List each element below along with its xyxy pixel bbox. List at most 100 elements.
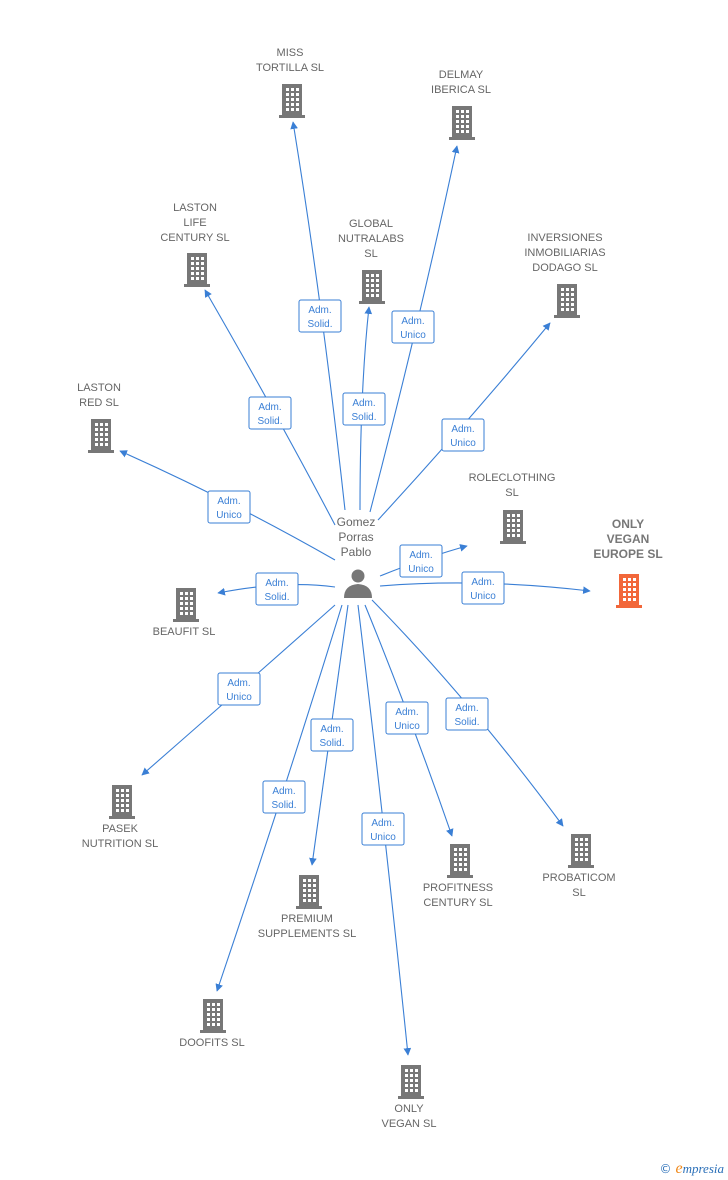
relation-badge-beaufit[interactable]: Adm. Solid.: [255, 572, 299, 606]
relation-badge-probaticom[interactable]: Adm.Solid.: [445, 697, 489, 731]
relation-badge-only-vegan-europe[interactable]: Adm. Unico: [461, 571, 505, 605]
relation-text: Adm.: [471, 577, 494, 588]
relation-text: Solid.: [319, 738, 344, 749]
company-name-line: INMOBILIARIAS: [524, 247, 605, 259]
company-node-profitness-century[interactable]: PROFITNESS CENTURY SL: [423, 844, 493, 909]
company-name-line: CENTURY SL: [423, 897, 492, 909]
relation-text: Adm.: [395, 707, 418, 718]
building-icon: [554, 284, 580, 318]
company-name-line: DELMAY: [439, 69, 484, 81]
relation-text: Adm.: [352, 398, 375, 409]
relation-badge-laston-life-century[interactable]: Adm. Solid.: [248, 396, 292, 430]
relation-text: Adm.: [272, 786, 295, 797]
brand-initial: e: [675, 1160, 683, 1177]
relation-badge-profitness-century[interactable]: Adm. Unico: [385, 701, 429, 735]
relation-text: Adm.: [320, 724, 343, 735]
relation-badge-doofits[interactable]: Adm.Solid.: [262, 780, 306, 814]
building-icon: [279, 84, 305, 118]
relation-text: Adm.: [308, 305, 331, 316]
relation-badge-pasek-nutrition[interactable]: Adm. Unico: [217, 672, 261, 706]
company-name-line: BEAUFIT SL: [153, 626, 216, 638]
relation-badge-miss-tortilla[interactable]: Adm. Solid.: [298, 299, 342, 333]
building-icon: [447, 844, 473, 878]
company-name-line: RED SL: [79, 397, 119, 409]
relation-text: Adm.: [217, 496, 240, 507]
company-name-line: ONLY: [612, 517, 644, 531]
company-node-doofits[interactable]: DOOFITS SL: [179, 999, 245, 1049]
relation-text: Unico: [216, 510, 242, 521]
company-node-miss-tortilla[interactable]: MISS TORTILLA SL: [256, 47, 324, 118]
relation-badge-premium-supplements[interactable]: Adm. Solid.: [310, 718, 354, 752]
empresia-footer[interactable]: ©empresia: [659, 1160, 724, 1178]
building-icon: [184, 253, 210, 287]
relation-text: Unico: [400, 330, 426, 341]
relation-badge-roleclothing[interactable]: Adm.Unico: [399, 544, 443, 578]
relation-badge-laston-red[interactable]: Adm. Unico: [207, 490, 251, 524]
relation-badge-global-nutralabs[interactable]: Adm. Solid.: [342, 392, 386, 426]
relation-text: Solid.: [351, 412, 376, 423]
relation-text: Adm.: [451, 424, 474, 435]
relation-badge-only-vegan[interactable]: Adm.Unico: [361, 812, 405, 846]
company-name-line: VEGAN SL: [381, 1118, 436, 1130]
relation-text: Unico: [226, 692, 252, 703]
building-icon: [449, 106, 475, 140]
brand-name: mpresia: [682, 1161, 724, 1176]
company-name-line: GLOBAL: [349, 218, 393, 230]
company-name-line: TORTILLA SL: [256, 62, 324, 74]
company-name-line: SL: [572, 887, 585, 899]
company-name-line: ROLECLOTHING: [469, 472, 556, 484]
company-name-line: EUROPE SL: [593, 547, 662, 561]
relation-text: Adm.: [258, 402, 281, 413]
relation-text: Solid.: [257, 416, 282, 427]
company-name-line: VEGAN: [607, 532, 650, 546]
relation-text: Adm.: [227, 678, 250, 689]
company-name-line: NUTRITION SL: [82, 838, 158, 850]
company-name-line: PROFITNESS: [423, 882, 493, 894]
person-name-line: Pablo: [341, 545, 372, 559]
company-name-line: PASEK: [102, 823, 139, 835]
building-icon: [616, 574, 642, 608]
company-name-line: LASTON: [173, 202, 217, 214]
relation-text: Adm.: [371, 818, 394, 829]
person-icon: [344, 569, 372, 598]
company-node-roleclothing[interactable]: ROLECLOTHING SL: [469, 472, 556, 544]
company-name-line: SL: [505, 487, 518, 499]
relation-text: Solid.: [264, 592, 289, 603]
relation-text: Unico: [394, 721, 420, 732]
relation-text: Adm.: [409, 550, 432, 561]
person-name-line: Gomez: [337, 515, 376, 529]
company-name-line: PROBATICOM: [542, 872, 615, 884]
company-name-line: INVERSIONES: [527, 232, 602, 244]
relation-badge-inversiones-inmobiliarias-dodago[interactable]: Adm.Unico: [441, 418, 485, 452]
company-name-line: NUTRALABS: [338, 233, 404, 245]
company-node-beaufit[interactable]: BEAUFIT SL: [153, 588, 216, 638]
building-icon: [296, 875, 322, 909]
building-icon: [500, 510, 526, 544]
building-icon: [88, 419, 114, 453]
building-icon: [200, 999, 226, 1033]
company-node-only-vegan[interactable]: ONLY VEGAN SL: [381, 1065, 437, 1130]
company-node-pasek-nutrition[interactable]: PASEK NUTRITION SL: [82, 785, 158, 850]
relation-text: Adm.: [265, 578, 288, 589]
company-name-line: ONLY: [394, 1103, 424, 1115]
company-node-global-nutralabs[interactable]: GLOBAL NUTRALABS SL: [338, 218, 404, 304]
company-name-line: DOOFITS SL: [179, 1037, 244, 1049]
relation-text: Unico: [470, 591, 496, 602]
relation-badge-delmay-iberica[interactable]: Adm. Unico: [391, 310, 435, 344]
company-name-line: CENTURY SL: [160, 232, 229, 244]
copyright-symbol: ©: [659, 1162, 672, 1176]
building-icon: [359, 270, 385, 304]
relation-text: Solid.: [307, 319, 332, 330]
relation-text: Adm.: [401, 316, 424, 327]
company-node-probaticom[interactable]: PROBATICOM SL: [542, 834, 616, 899]
company-name-line: MISS: [277, 47, 304, 59]
company-name-line: SL: [364, 248, 377, 260]
